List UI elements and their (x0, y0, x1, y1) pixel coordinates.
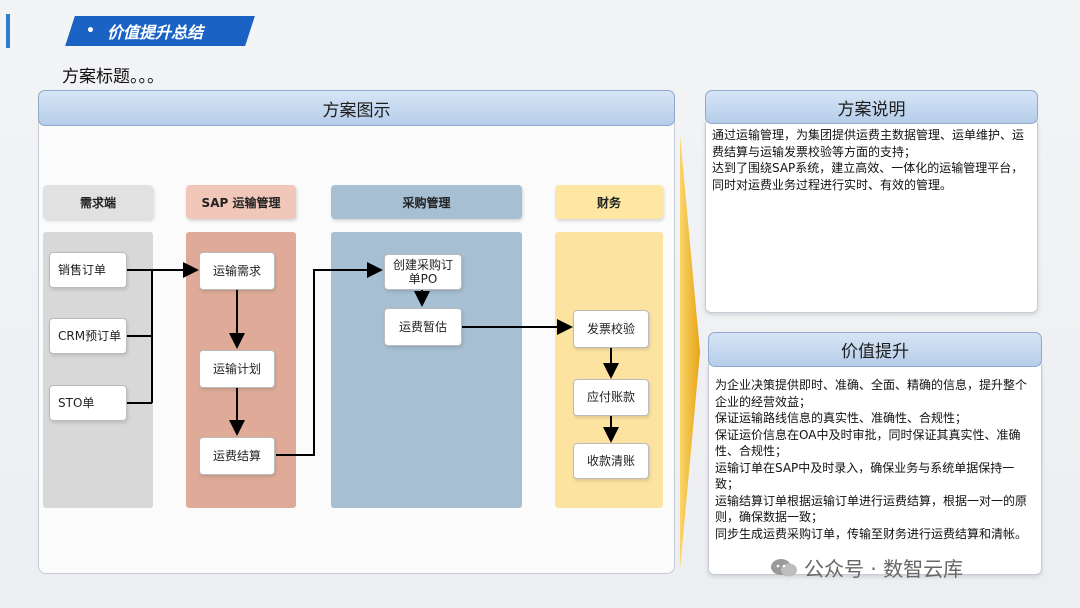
node-accounts-payable: 应付账款 (573, 379, 649, 416)
column-header-finance: 财务 (555, 185, 663, 219)
description-paragraph: 通过运输管理，为集团提供运费主数据管理、运单维护、运费结算与运输发票校验等方面的… (712, 128, 1025, 159)
diagram-panel-title: 方案图示 (38, 90, 675, 126)
description-panel-title: 方案说明 (705, 90, 1038, 124)
node-freight-estimate: 运费暂估 (384, 308, 462, 346)
value-panel: 为企业决策提供即时、准确、全面、精确的信息，提升整个企业的经营效益； 保证运输路… (708, 360, 1042, 575)
left-accent-bar (6, 14, 10, 48)
watermark: 公众号 · 数智云库 (770, 553, 963, 582)
column-header-demand: 需求端 (43, 185, 153, 219)
column-header-sap: SAP 运输管理 (186, 185, 296, 219)
node-payment-clearing: 收款清账 (573, 443, 649, 479)
chevron-arrow-icon (680, 135, 700, 570)
section-title: 价值提升总结 (106, 23, 203, 42)
node-create-po: 创建采购订单PO (384, 254, 462, 290)
node-sales-order: 销售订单 (49, 252, 127, 288)
value-panel-title: 价值提升 (708, 332, 1042, 367)
value-paragraph: 运输结算订单根据运输订单进行运费结算，根据一对一的原则，确保数据一致； (715, 493, 1028, 525)
bullet-icon: • (86, 23, 95, 39)
node-invoice-check: 发票校验 (573, 310, 649, 348)
wechat-icon (771, 558, 797, 576)
value-paragraph: 为企业决策提供即时、准确、全面、精确的信息，提升整个企业的经营效益； (715, 378, 1028, 409)
column-header-purchase: 采购管理 (331, 185, 522, 219)
page-subtitle: 方案标题。。。 (62, 67, 164, 87)
watermark-text: 公众号 · 数智云库 (804, 557, 964, 581)
node-transport-demand: 运输需求 (199, 252, 275, 290)
description-panel: 通过运输管理，为集团提供运费主数据管理、运单维护、运费结算与运输发票校验等方面的… (705, 118, 1038, 313)
node-freight-settlement: 运费结算 (199, 437, 275, 475)
value-paragraph: 保证运价信息在OA中及时审批，同时保证其真实性、准确性、合规性； (715, 427, 1021, 459)
node-crm-order: CRM预订单 (49, 318, 127, 354)
value-paragraph: 保证运输路线信息的真实性、准确性、合规性； (715, 411, 968, 425)
value-paragraph: 运输订单在SAP中及时录入，确保业务与系统单据保持一致； (715, 460, 1015, 492)
value-paragraph: 同步生成运费采购订单，传输至财务进行运费结算和清帐。 (715, 526, 1028, 541)
description-paragraph: 达到了围绕SAP系统，建立高效、一体化的运输管理平台，同时对运费业务过程进行实时… (712, 161, 1024, 192)
node-sto-order: STO单 (49, 385, 127, 421)
node-transport-plan: 运输计划 (199, 350, 275, 388)
section-header-tab: • 价值提升总结 (65, 16, 255, 46)
